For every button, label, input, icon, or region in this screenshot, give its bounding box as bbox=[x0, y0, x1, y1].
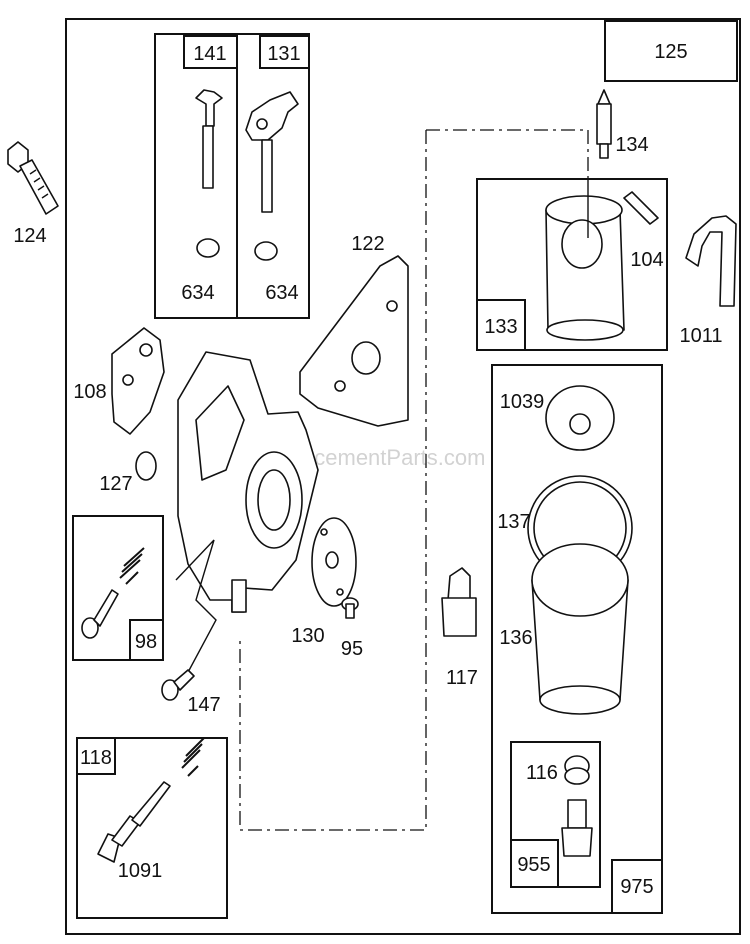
washer-116 bbox=[564, 755, 590, 785]
outer-frame bbox=[65, 18, 741, 935]
part-label-104: 104 bbox=[630, 249, 663, 271]
washer-1039 bbox=[545, 385, 615, 451]
kit-box-125 bbox=[604, 20, 738, 82]
bolt-124 bbox=[7, 141, 59, 215]
part-label-634-left: 634 bbox=[181, 282, 214, 304]
part-label-136: 136 bbox=[499, 627, 532, 649]
part-label-125: 125 bbox=[654, 41, 687, 63]
part-label-134: 134 bbox=[615, 134, 648, 156]
kit-box-118-tag bbox=[76, 737, 116, 775]
kit-box-133-tag bbox=[476, 299, 526, 351]
part-label-98: 98 bbox=[135, 631, 157, 653]
kit-box-98-tag bbox=[129, 619, 164, 661]
part-label-137: 137 bbox=[497, 511, 530, 533]
seal-634-right bbox=[254, 241, 278, 261]
spring-98 bbox=[119, 547, 145, 585]
kit-box-133 bbox=[476, 178, 668, 351]
part-label-147: 147 bbox=[187, 694, 220, 716]
kit-box-118 bbox=[76, 737, 228, 919]
gasket-130 bbox=[311, 517, 357, 607]
kit-box-141-131 bbox=[154, 33, 310, 319]
bowl-nut-955 bbox=[561, 799, 593, 857]
kit-box-975-tag bbox=[611, 859, 663, 914]
part-label-116: 116 bbox=[526, 762, 558, 784]
part-label-117: 117 bbox=[446, 667, 478, 689]
kit-box-975 bbox=[491, 364, 663, 914]
fitting-117 bbox=[441, 567, 477, 637]
spacer-122 bbox=[299, 255, 409, 427]
screw-95 bbox=[341, 597, 359, 619]
plate-108 bbox=[111, 327, 165, 435]
spring-118 bbox=[181, 737, 205, 777]
plug-127 bbox=[135, 451, 157, 481]
part-label-130: 130 bbox=[291, 625, 324, 647]
part-label-118: 118 bbox=[80, 747, 112, 769]
carburetor-body bbox=[177, 351, 319, 613]
part-label-1011: 1011 bbox=[679, 325, 722, 347]
needle-134 bbox=[596, 89, 612, 159]
part-label-975: 975 bbox=[620, 876, 653, 898]
part-label-955: 955 bbox=[517, 854, 550, 876]
pin-104 bbox=[623, 191, 659, 225]
fuel-bowl-136 bbox=[531, 543, 629, 715]
choke-shaft-131 bbox=[245, 91, 299, 213]
part-label-95: 95 bbox=[341, 638, 363, 660]
mixture-screw-1091 bbox=[97, 781, 171, 863]
part-label-127: 127 bbox=[99, 473, 132, 495]
float-133 bbox=[545, 180, 625, 341]
screw-98 bbox=[81, 589, 119, 639]
part-label-1039: 1039 bbox=[500, 391, 545, 413]
part-label-124: 124 bbox=[13, 225, 46, 247]
leader-line-147 bbox=[175, 539, 217, 677]
kit-box-955-tag bbox=[510, 839, 559, 888]
part-label-133: 133 bbox=[484, 316, 517, 338]
part-label-108: 108 bbox=[73, 381, 106, 403]
connector-line-main bbox=[239, 130, 427, 831]
part-label-141: 141 bbox=[193, 43, 226, 65]
part-label-122: 122 bbox=[351, 233, 384, 255]
connector-line-top bbox=[426, 129, 589, 180]
fuel-line-1011 bbox=[685, 215, 737, 307]
seal-634-left bbox=[196, 238, 220, 258]
part-label-131: 131 bbox=[267, 43, 300, 65]
screw-147 bbox=[161, 669, 195, 701]
part-label-1091: 1091 bbox=[118, 860, 163, 882]
throttle-shaft-141 bbox=[195, 89, 223, 189]
part-label-634-right: 634 bbox=[265, 282, 298, 304]
kit-box-98 bbox=[72, 515, 164, 661]
